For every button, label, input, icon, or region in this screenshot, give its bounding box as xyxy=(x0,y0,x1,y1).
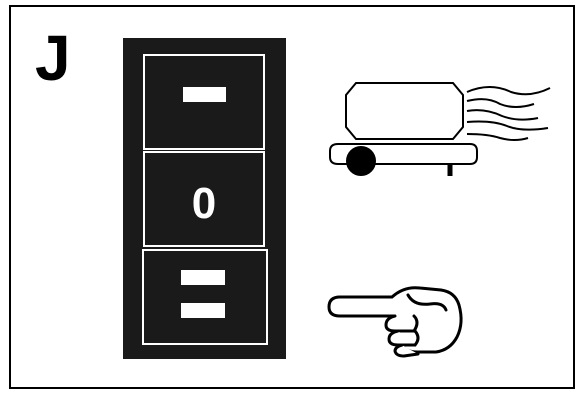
dash-symbol-icon xyxy=(183,87,226,102)
zero-symbol: 0 xyxy=(192,179,216,228)
rocker-switch: 0 xyxy=(123,38,286,359)
double-bar-top-icon xyxy=(181,270,225,285)
pointing-hand-icon xyxy=(329,288,461,356)
double-bar-bottom-icon xyxy=(181,303,225,318)
air-heater-icon xyxy=(330,83,550,176)
